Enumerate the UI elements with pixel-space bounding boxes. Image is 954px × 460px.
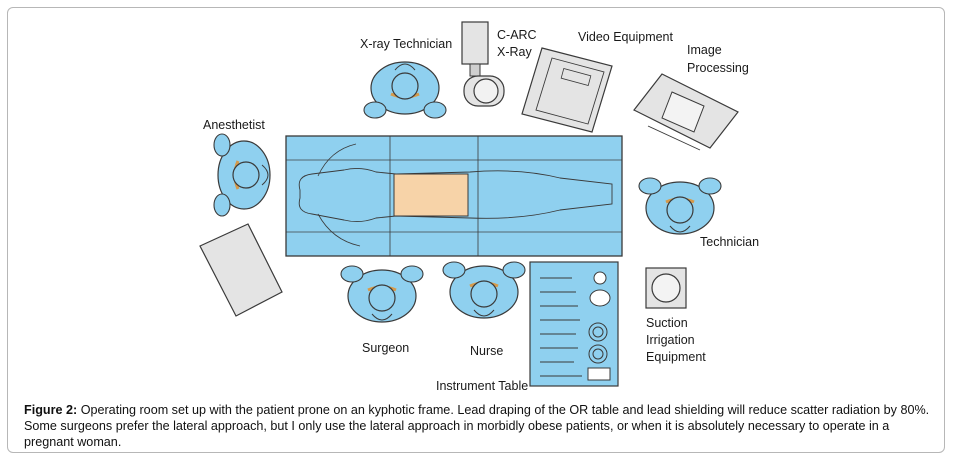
video-equipment-label: Video Equipment	[578, 30, 673, 44]
figure-caption: Figure 2: Operating room set up with the…	[24, 402, 934, 450]
anesthetist-label: Anesthetist	[203, 118, 265, 132]
nurse-label: Nurse	[470, 344, 504, 358]
or-table	[285, 135, 623, 257]
instrument-table	[529, 261, 619, 387]
technician-figure	[637, 176, 723, 236]
irrigation-label: Irrigation	[646, 333, 695, 347]
figure-caption-label: Figure 2:	[24, 403, 78, 417]
suction-irrigation-unit	[645, 267, 687, 309]
instrument-table-label: Instrument Table	[436, 379, 529, 393]
video-equipment	[521, 47, 613, 133]
figure-caption-text: Operating room set up with the patient p…	[24, 403, 930, 449]
image-label: Image	[687, 43, 722, 57]
c-arc-xray-unit	[461, 21, 505, 107]
technician-label: Technician	[700, 235, 760, 249]
xray-label: X-Ray	[497, 45, 532, 59]
carc-label: C-ARC	[497, 28, 537, 42]
side-board	[199, 223, 283, 317]
xray-technician-figure	[362, 60, 448, 120]
suction-label: Suction	[646, 316, 688, 330]
nurse-figure	[441, 260, 527, 320]
anesthetist-figure	[212, 132, 272, 218]
surgeon-label: Surgeon	[362, 341, 410, 355]
equipment-label: Equipment	[646, 350, 706, 364]
surgeon-figure	[339, 264, 425, 324]
processing-label: Processing	[687, 61, 749, 75]
xray-technician-label: X-ray Technician	[360, 37, 453, 51]
image-processing-unit	[633, 73, 739, 151]
